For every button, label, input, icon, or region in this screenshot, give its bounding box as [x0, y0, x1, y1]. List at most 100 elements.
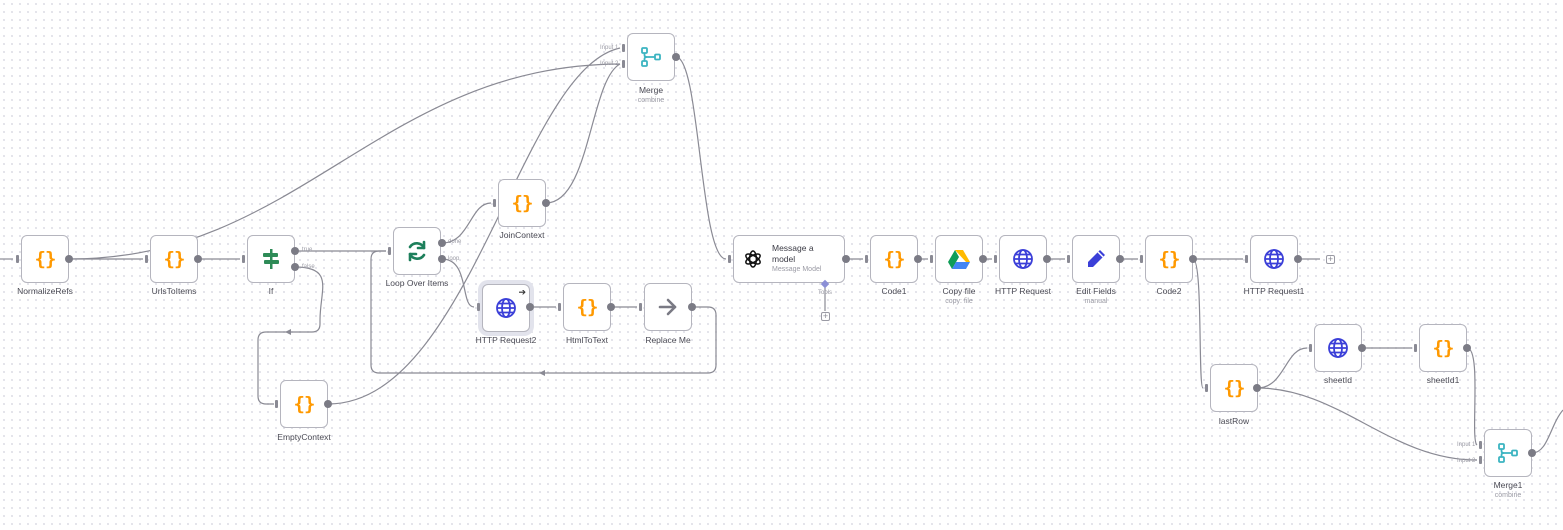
node-label: Merge1 [1493, 480, 1523, 490]
node-label: Replace Me [645, 335, 691, 345]
output-port[interactable] [688, 303, 696, 311]
node-normalizerefs[interactable]: {} [21, 235, 69, 283]
input-port[interactable] [865, 255, 868, 263]
input-port[interactable] [1205, 384, 1208, 392]
node-label: Merge [638, 85, 664, 95]
output-port[interactable] [1189, 255, 1197, 263]
input-port-2[interactable] [622, 60, 625, 68]
code-braces-icon: {} [883, 248, 906, 270]
output-port[interactable] [607, 303, 615, 311]
connection [441, 258, 475, 308]
output-port[interactable] [1294, 255, 1302, 263]
code-braces-icon: {} [163, 248, 186, 270]
connection [675, 56, 727, 260]
output-port-done[interactable] [438, 239, 446, 247]
node-replace-me[interactable] [644, 283, 692, 331]
input-port-2[interactable] [1479, 456, 1482, 464]
input-port[interactable] [493, 199, 496, 207]
node-copy-file[interactable] [935, 235, 983, 283]
output-port[interactable] [1463, 344, 1471, 352]
output-port[interactable] [672, 53, 680, 61]
output-port[interactable] [526, 303, 534, 311]
input-port[interactable] [994, 255, 997, 263]
node-sheetid1[interactable]: {} [1419, 324, 1467, 372]
input-port[interactable] [930, 255, 933, 263]
input-port[interactable] [1140, 255, 1143, 263]
input-port[interactable] [145, 255, 148, 263]
node-sheetid[interactable] [1314, 324, 1362, 372]
node-label: sheetId [1324, 375, 1352, 385]
node-joincontext[interactable]: {} [498, 179, 546, 227]
code-braces-icon: {} [1432, 337, 1455, 359]
node-edit-fields[interactable] [1072, 235, 1120, 283]
output-port-loop[interactable] [438, 255, 446, 263]
add-node-button[interactable]: + [1326, 254, 1335, 264]
connection [1256, 387, 1478, 461]
openai-icon [742, 248, 764, 270]
output-port[interactable] [1043, 255, 1051, 263]
google-drive-icon [948, 249, 970, 269]
input-port[interactable] [1414, 344, 1417, 352]
node-label: UrlsToItems [151, 286, 197, 296]
node-urlstoitems[interactable]: {} [150, 235, 198, 283]
output-port[interactable] [542, 199, 550, 207]
input-port[interactable] [1309, 344, 1312, 352]
input-port[interactable] [728, 255, 731, 263]
node-subtitle: combine [1494, 492, 1522, 499]
node-htmltotext[interactable]: {} [563, 283, 611, 331]
input-label-2: Input 2 [600, 61, 619, 67]
node-merge1[interactable] [1484, 429, 1532, 477]
input-port[interactable] [477, 303, 480, 311]
node-subtitle: copy: file [945, 298, 973, 305]
connection-arrow [539, 370, 545, 376]
input-port-1[interactable] [1479, 441, 1482, 449]
output-port[interactable] [1253, 384, 1261, 392]
input-port[interactable] [558, 303, 561, 311]
node-label: EmptyContext [277, 432, 331, 442]
tools-label: Tools [818, 290, 833, 296]
output-port[interactable] [979, 255, 987, 263]
output-port[interactable] [1528, 449, 1536, 457]
input-port[interactable] [242, 255, 245, 263]
output-port[interactable] [65, 255, 73, 263]
node-label: HTTP Request1 [1243, 286, 1305, 296]
execute-arrow-icon[interactable]: ➔ [518, 287, 526, 297]
node-merge[interactable] [627, 33, 675, 81]
input-port[interactable] [388, 247, 391, 255]
node-label: Loop Over Items [385, 278, 449, 288]
node-if[interactable] [247, 235, 295, 283]
output-port-false[interactable] [291, 263, 299, 271]
merge-icon [640, 46, 662, 68]
node-http-request[interactable] [999, 235, 1047, 283]
output-port[interactable] [842, 255, 850, 263]
output-port[interactable] [1116, 255, 1124, 263]
input-port[interactable] [1245, 255, 1248, 263]
node-emptycontext[interactable]: {} [280, 380, 328, 428]
output-port[interactable] [194, 255, 202, 263]
add-tool-button[interactable]: + [821, 311, 830, 321]
globe-icon [495, 297, 517, 319]
output-port[interactable] [324, 400, 332, 408]
node-label: Code2 [1156, 286, 1182, 296]
node-label: If [268, 286, 274, 296]
node-code1[interactable]: {} [870, 235, 918, 283]
input-port[interactable] [16, 255, 19, 263]
node-http-request1[interactable] [1250, 235, 1298, 283]
output-port[interactable] [1358, 344, 1366, 352]
node-code2[interactable]: {} [1145, 235, 1193, 283]
node-text: Message a model Message Model [772, 243, 830, 275]
input-port[interactable] [275, 400, 278, 408]
node-http-request2[interactable]: ➔ [482, 284, 530, 332]
input-label-2: Input 2 [1457, 458, 1476, 464]
node-message-a-model[interactable]: Message a model Message Model [733, 235, 845, 283]
node-lastrow[interactable]: {} [1210, 364, 1258, 412]
input-port-1[interactable] [622, 44, 625, 52]
input-port[interactable] [639, 303, 642, 311]
node-loop-over-items[interactable] [393, 227, 441, 275]
output-port-true[interactable] [291, 247, 299, 255]
input-port[interactable] [1067, 255, 1070, 263]
output-port[interactable] [914, 255, 922, 263]
input-label-1: Input 1 [1457, 442, 1476, 448]
node-label: Copy file [942, 286, 976, 296]
connection [1466, 347, 1478, 446]
